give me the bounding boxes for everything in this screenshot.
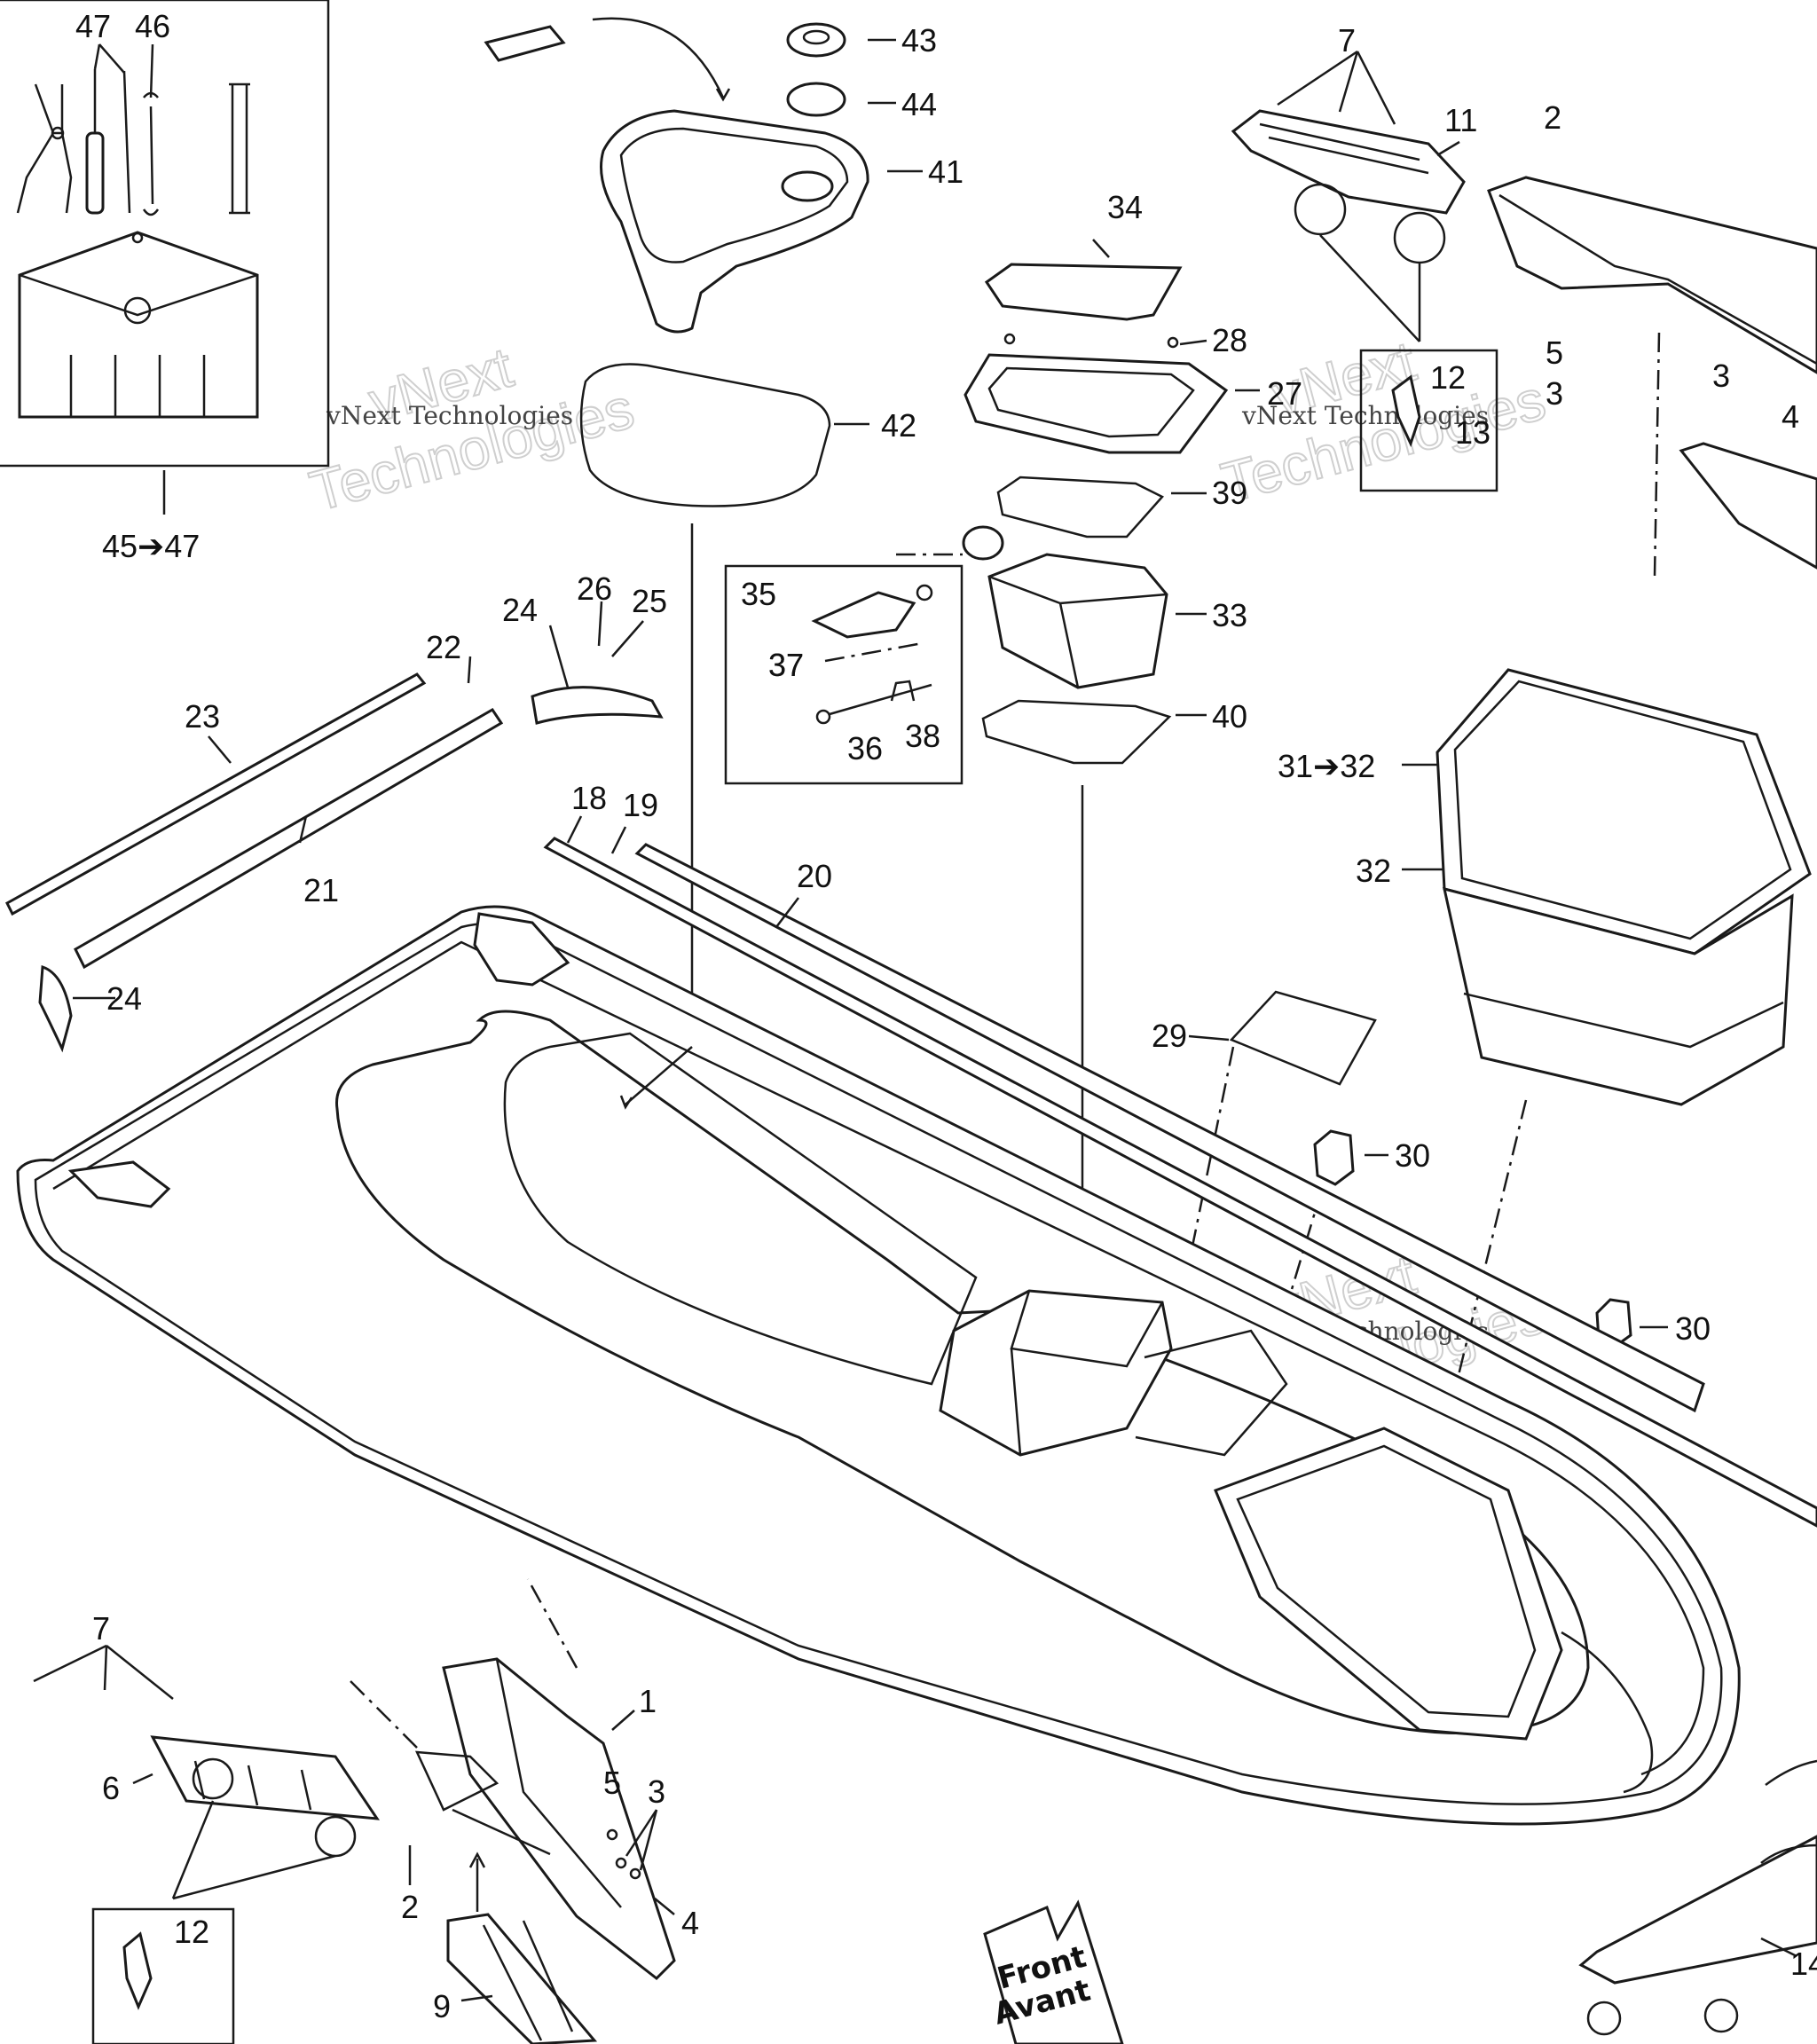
seal-40 [981, 699, 1172, 765]
front-storage-opening [1214, 1427, 1563, 1741]
trim-24b [38, 964, 73, 1053]
wrench-icon [142, 91, 160, 216]
callout-30a: 30 [1395, 1137, 1430, 1174]
callout-42: 42 [881, 407, 916, 444]
bin-32 [1443, 886, 1794, 1106]
callout-3c: 3 [648, 1773, 665, 1810]
callout-1: 1 [639, 1683, 657, 1719]
callout-20: 20 [797, 858, 832, 894]
callout-47: 47 [75, 8, 111, 44]
callout-26: 26 [577, 570, 612, 607]
callout-23: 23 [185, 698, 220, 735]
callout-22: 22 [426, 629, 461, 665]
gasket-42 [579, 363, 831, 507]
callout-33: 33 [1212, 597, 1247, 633]
top-right-trim [1231, 50, 1817, 578]
trim-24a [531, 686, 664, 725]
bar-tool-icon [122, 70, 131, 214]
callout-2b: 2 [401, 1889, 419, 1925]
callout-27: 27 [1267, 375, 1302, 412]
callout-9-final: 9 [433, 1988, 451, 2024]
callout-40: 40 [1212, 698, 1247, 735]
watermark-small-top-left: vNext Technologies [326, 401, 573, 430]
callout-4a: 4 [1782, 398, 1799, 435]
callout-3a: 3 [1546, 375, 1563, 412]
callout-30b: 30 [1675, 1310, 1711, 1347]
callout-43: 43 [901, 22, 937, 59]
callout-5b: 5 [603, 1765, 621, 1801]
tool-bag-icon [18, 231, 259, 419]
callout-19: 19 [623, 787, 658, 823]
callout-24-lower: 24 [106, 980, 142, 1017]
callout-7a: 7 [1338, 22, 1356, 59]
callout-37: 37 [768, 647, 804, 683]
callout-37: 37 [768, 647, 804, 683]
callout-45-47: 45➔47 [102, 528, 200, 564]
strip-18 [543, 837, 1817, 1528]
callout-6: 6 [102, 1770, 120, 1806]
vent-11 [1231, 109, 1466, 215]
bottom-left-vents [33, 1578, 676, 2044]
front-storage-bin [1402, 668, 1812, 1571]
callout-31-32: 31➔32 [1278, 748, 1375, 784]
callout-39: 39 [1212, 475, 1247, 511]
callout-32: 32 [1356, 853, 1391, 889]
callout-25: 25 [632, 583, 667, 619]
callout-36-final: 36 [847, 730, 883, 766]
callout-28: 28 [1212, 322, 1247, 358]
callout-24a: 24 [502, 592, 538, 628]
storage-tray-41 [600, 109, 869, 334]
callout-4b: 4 [681, 1905, 699, 1941]
grill-9 [446, 1913, 598, 2044]
side-panel-1 [442, 1657, 676, 1980]
callout-38: 38 [905, 718, 940, 754]
screwdriver-icon [85, 131, 105, 215]
frame-27 [964, 353, 1229, 454]
seal-strip-icon [484, 25, 566, 62]
front-direction-tag: Front Avant [983, 1899, 1124, 2044]
callout-3b: 3 [1712, 358, 1730, 394]
callout-14: 14 [1790, 1946, 1817, 1982]
console-tower [939, 1289, 1173, 1457]
socket-wrench-icon [229, 83, 250, 215]
hull-deck [16, 905, 1741, 1826]
vent-6 [150, 1735, 381, 1820]
pliers-icon [16, 83, 73, 214]
callout-44: 44 [901, 86, 937, 122]
callout-21: 21 [303, 872, 339, 908]
callout-2a: 2 [1544, 99, 1561, 136]
cap-43 [786, 22, 846, 58]
cover-34 [984, 263, 1183, 321]
watermark-small-top-right: vNext Technologies [1241, 401, 1489, 430]
callout-34: 34 [1107, 189, 1143, 225]
latch-inset [724, 564, 964, 785]
strip-20 [634, 843, 1705, 1413]
callout-41: 41 [928, 153, 964, 190]
callout-35: 35 [741, 576, 776, 612]
glove-box [484, 17, 923, 1047]
side-strips [543, 815, 1817, 1528]
callout-12a: 12 [1430, 359, 1466, 396]
center-console-stack [896, 239, 1260, 1270]
callout-12-lower: 12 [174, 1914, 209, 1950]
callout-13: 13 [1455, 414, 1491, 451]
seal-39 [996, 476, 1165, 539]
callout-18: 18 [571, 780, 607, 816]
disc-44 [786, 82, 846, 117]
callout-46: 46 [135, 8, 170, 44]
bow-trim-14 [1578, 1759, 1817, 2036]
callout-5a: 5 [1546, 334, 1563, 371]
gasket-29 [1152, 990, 1377, 1438]
callout-29: 29 [1152, 1018, 1187, 1054]
box-33 [987, 553, 1168, 689]
callout-7b: 7 [92, 1610, 110, 1647]
tool-kit-inset [0, 0, 330, 515]
rail-23 [5, 672, 427, 916]
callout-11: 11 [1444, 102, 1477, 138]
left-rails [5, 601, 664, 1053]
rail-21 [74, 708, 504, 970]
